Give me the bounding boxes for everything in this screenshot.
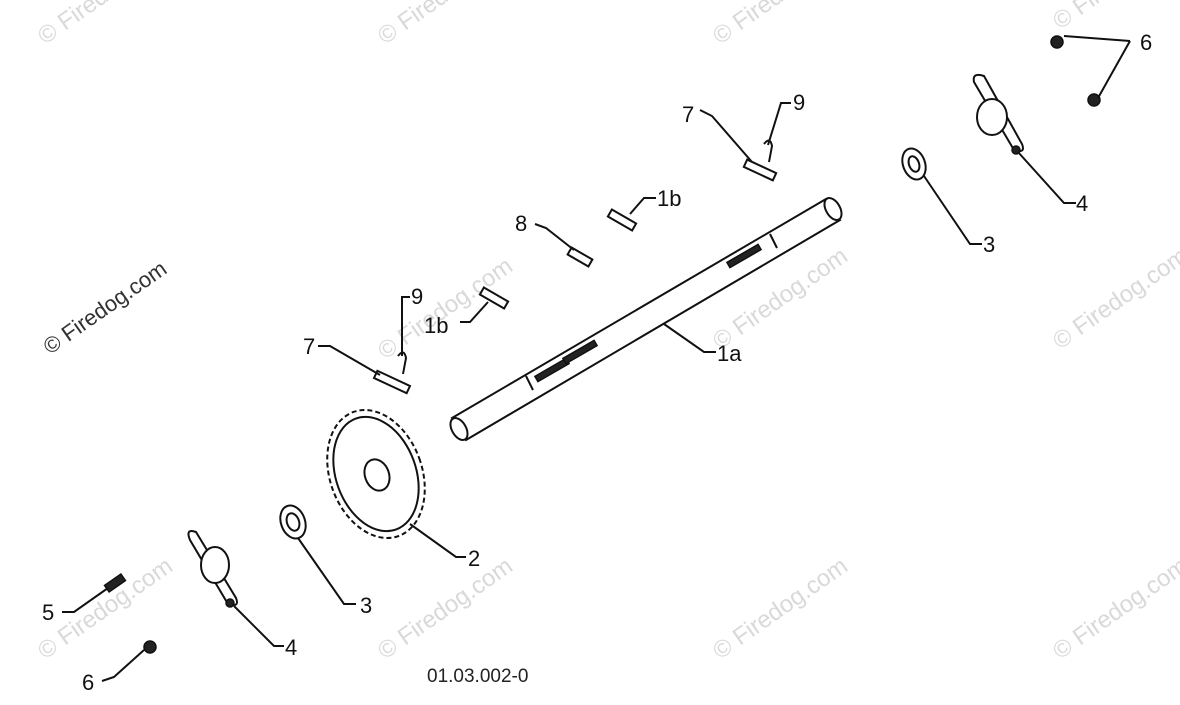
shaft-part [449, 197, 843, 442]
callout-9-top: 9 [793, 90, 805, 115]
callout-8: 8 [515, 211, 527, 236]
callout-7-top: 7 [682, 102, 694, 127]
watermark: © Firedog.com [1048, 0, 1180, 35]
callout-2: 2 [468, 546, 480, 571]
nut-part [1087, 93, 1101, 107]
nut-part [1050, 35, 1064, 49]
nut-part [143, 640, 157, 654]
pin-part [372, 369, 412, 395]
callout-9-mid: 9 [411, 284, 423, 309]
callout-4-top: 4 [1076, 191, 1088, 216]
watermark: © Firedog.com [373, 0, 518, 50]
pin-part [606, 208, 638, 232]
watermark: © Firedog.com [373, 252, 518, 365]
pin-part [478, 286, 510, 310]
washer-part [901, 147, 927, 181]
callout-4-bottom: 4 [285, 635, 297, 660]
watermark: © Firedog.com [1048, 552, 1180, 665]
pin-part [742, 158, 778, 182]
watermark: © Firedog.com [1048, 242, 1180, 355]
callout-6-top: 6 [1140, 30, 1152, 55]
callouts: 6 9 7 4 3 1b 8 9 1b 7 1a 2 3 4 5 6 [42, 30, 1152, 695]
callout-1a: 1a [717, 341, 742, 366]
callout-5: 5 [42, 600, 54, 625]
watermark: © Firedog.com [373, 552, 518, 665]
watermark-prominent: © Firedog.com [39, 256, 172, 359]
washer-part [279, 504, 307, 540]
bearing-flange-part [187, 530, 238, 608]
bearing-flange-part [972, 73, 1024, 155]
drawing-number: 01.03.002-0 [427, 666, 528, 687]
callout-1b-mid: 1b [424, 313, 448, 338]
watermark: © Firedog.com [708, 0, 853, 50]
callout-7-mid: 7 [303, 334, 315, 359]
sprocket-part [326, 409, 426, 539]
clip-part [397, 351, 408, 375]
watermark: © Firedog.com [708, 552, 853, 665]
callout-3-bottom: 3 [360, 593, 372, 618]
leader-lines [62, 35, 1131, 682]
pin-part [566, 246, 594, 268]
watermark: © Firedog.com [33, 0, 178, 50]
callout-1b-top: 1b [657, 186, 681, 211]
callout-6-bottom: 6 [82, 670, 94, 695]
callout-3-top: 3 [983, 232, 995, 257]
